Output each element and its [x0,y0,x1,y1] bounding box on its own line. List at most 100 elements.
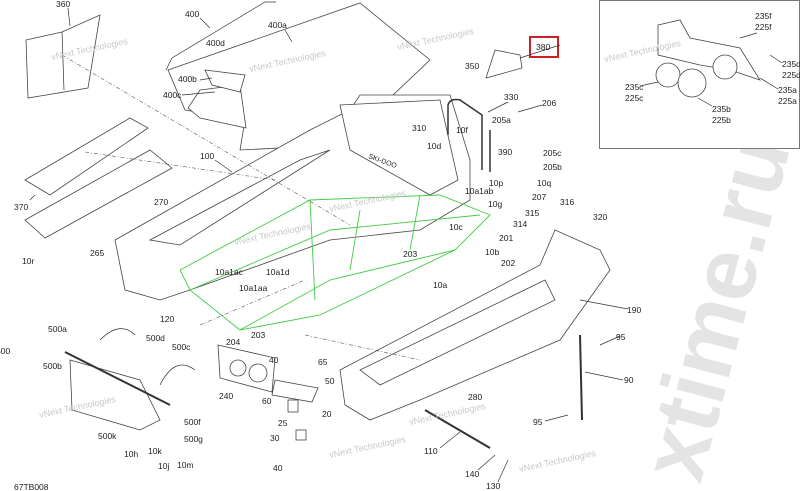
svg-text:vNext Technologies: vNext Technologies [518,448,597,474]
label-315: 315 [525,208,539,218]
part-100-chassis: SKI-DOO [114,94,471,301]
leader-line [199,279,306,326]
label-500d: 500d [146,333,165,343]
label-10m: 10m [177,460,194,470]
label-205b: 205b [543,162,562,172]
label-10a: 10a [433,280,447,290]
label-10d: 10d [427,141,441,151]
label-500b: 500b [43,361,62,371]
label-130: 130 [486,481,500,491]
label-400: 400 [185,9,199,19]
label-400c: 400c [163,90,182,100]
label-240: 240 [219,391,233,401]
label-202: 202 [501,258,515,268]
label-10p: 10p [489,178,503,188]
label-95: 95 [616,332,626,342]
label-235d: 235d [782,59,800,69]
part-90-strut [579,334,583,421]
label-30: 30 [270,433,280,443]
svg-text:vNext Technologies: vNext Technologies [396,26,475,52]
label-100: 100 [200,151,214,161]
label-225a: 225a [778,96,797,106]
callout-leaders [29,7,629,483]
label-360: 360 [56,0,70,9]
label-330: 330 [504,92,518,102]
label-20: 20 [322,409,332,419]
label-10a1d: 10a1d [266,267,290,277]
part-370-shield [24,117,173,239]
label-316: 316 [560,197,574,207]
diagram-code: 67TB008 [14,482,49,491]
label-10q: 10q [537,178,551,188]
label-60: 60 [262,396,272,406]
part-190-rail [339,229,611,421]
label-10a1ab: 10a1ab [465,186,494,196]
label-90: 90 [624,375,634,385]
part-360-panel [25,14,101,99]
label-500: 500 [0,346,10,356]
part-60-plate [271,379,319,441]
inset-light-assembly: 235f 225f 235d 225d 235c 225c 235b 225b … [599,0,800,149]
label-190: 190 [627,305,641,315]
label-280: 280 [468,392,482,402]
label-10f: 10f [456,125,468,135]
label-10k: 10k [148,446,162,456]
label-270: 270 [154,197,168,207]
label-235f: 235f [755,11,772,21]
label-500k: 500k [98,431,117,441]
label-390: 390 [498,147,512,157]
callouts: 360 400 400a 400d 400b 400c 100 370 270 … [0,0,641,491]
label-310: 310 [412,123,426,133]
label-400d: 400d [206,38,225,48]
label-205a: 205a [492,115,511,125]
label-10b: 10b [485,247,499,257]
label-10g: 10g [488,199,502,209]
label-225f: 225f [755,22,772,32]
site-watermark: xtime.ru [623,126,800,490]
label-10j: 10j [158,461,169,471]
label-203: 203 [403,249,417,259]
label-120: 120 [160,314,174,324]
label-370: 370 [14,202,28,212]
highlight-box-380 [529,36,559,58]
label-225b: 225b [712,115,731,125]
part-110-shaft [424,409,491,449]
part-400c-plate [187,69,247,129]
label-500a: 500a [48,324,67,334]
label-225d: 225d [782,70,800,80]
label-10c: 10c [449,222,463,232]
label-110: 110 [424,446,438,456]
label-25: 25 [278,418,288,428]
leader-line [304,334,421,361]
label-10a1ac: 10a1ac [215,267,244,277]
label-65: 65 [318,357,328,367]
label-140: 140 [465,469,479,479]
label-207: 207 [532,192,546,202]
label-350: 350 [465,61,479,71]
label-95-b: 95 [533,417,543,427]
label-235a: 235a [778,85,797,95]
label-203-b: 203 [251,330,265,340]
label-204: 204 [226,337,240,347]
label-225c: 225c [625,93,644,103]
part-500-assembly [64,328,196,431]
label-40-b: 40 [273,463,283,473]
label-400a: 400a [268,20,287,30]
label-50: 50 [325,376,335,386]
label-314: 314 [513,219,527,229]
label-10h: 10h [124,449,138,459]
part-330-handle [447,98,491,172]
label-500c: 500c [172,342,191,352]
label-10r: 10r [22,256,34,266]
label-10a1aa: 10a1aa [239,283,268,293]
label-500g: 500g [184,434,203,444]
part-10a-frame-highlighted [179,194,491,331]
leader-line [84,151,276,181]
svg-text:vNext Technologies: vNext Technologies [328,434,407,460]
label-40: 40 [269,355,279,365]
label-235c: 235c [625,82,644,92]
label-380: 380 [536,42,550,52]
label-201: 201 [499,233,513,243]
label-400b: 400b [178,74,197,84]
